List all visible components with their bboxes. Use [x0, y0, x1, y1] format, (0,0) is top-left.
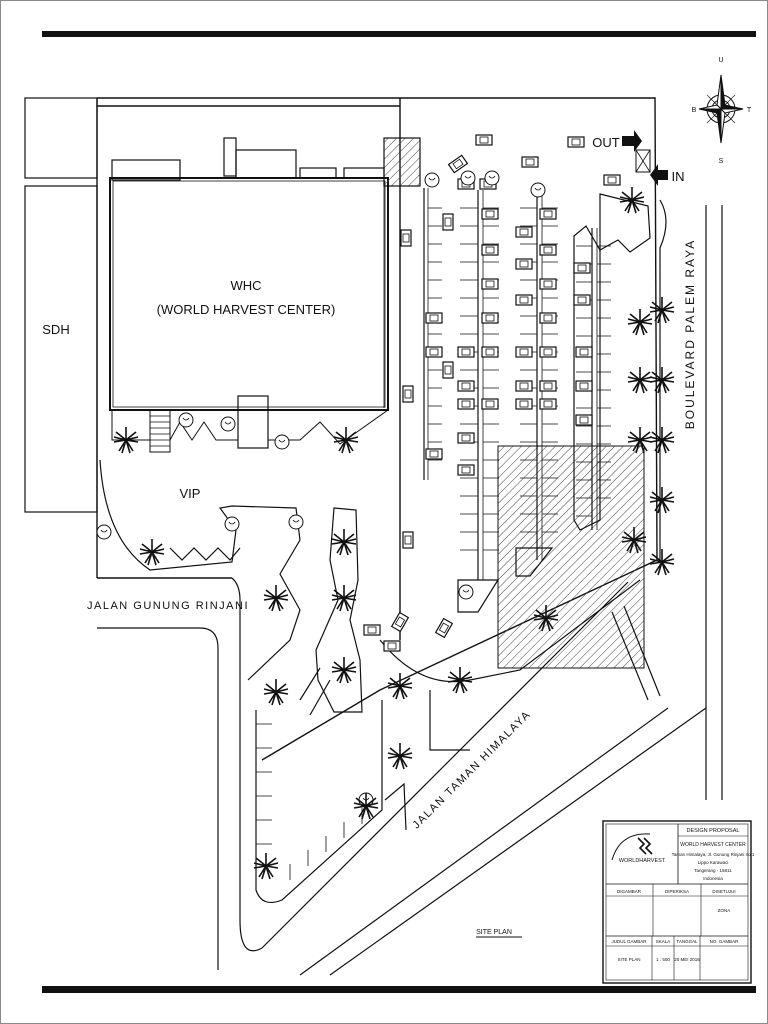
drawing-title-value: SITE PLAN — [617, 957, 640, 962]
compass-east-label: T — [747, 107, 752, 114]
compass-west-label: B — [692, 107, 697, 114]
top-border-bar — [42, 31, 756, 37]
gate-out-label: OUT — [592, 135, 620, 150]
drawing-title-header: JUDUL GAMBAR — [611, 939, 647, 944]
scale-value: 1 : 500 — [656, 957, 670, 962]
whc-building — [109, 137, 421, 453]
scale-header: SKALA — [656, 939, 671, 944]
date-header: TANGGAL — [676, 939, 698, 944]
date-value: 20 MEI 2016 — [674, 957, 700, 962]
road-label-south: JALAN TAMAN HIMALAYA — [410, 708, 533, 831]
project-address-3: Tangerang - 15811 — [694, 868, 732, 873]
approved-by-value: ZONA — [718, 908, 731, 913]
neighbor-label: SDH — [42, 322, 69, 337]
parking-lot — [379, 149, 651, 751]
title-block-header: DESIGN PROPOSAL — [687, 828, 740, 834]
company-logo-text: WORLDHARVEST — [619, 858, 666, 864]
project-address-2: Lippo Karawaci — [698, 860, 729, 865]
checked-by-header: DIPERIKSA — [665, 889, 689, 894]
approved-by-header: DISETUJUI — [712, 889, 735, 894]
project-name: WORLD HARVEST CENTER — [680, 842, 746, 848]
bottom-border-bar — [42, 986, 756, 993]
drawing-number-header: NO. GAMBAR — [710, 939, 740, 944]
gate-arrows — [622, 130, 668, 186]
title-block — [602, 820, 752, 984]
vip-landscape — [99, 459, 363, 716]
road-label-east: BOULEVARD PALEM RAYA — [683, 239, 697, 430]
road-label-west: JALAN GUNUNG RINJANI — [87, 600, 249, 612]
project-address-4: Indonesia — [703, 876, 723, 881]
compass-north-label: U — [718, 57, 723, 64]
vip-label: VIP — [180, 486, 201, 501]
north-compass — [698, 74, 744, 144]
building-code-label: WHC — [230, 278, 261, 293]
building-name-label: (WORLD HARVEST CENTER) — [157, 302, 336, 317]
project-address-1: Taman Himalaya, Jl. Gunung Rinjani no.1 — [672, 852, 755, 857]
roads — [97, 199, 723, 976]
drawn-by-header: DIGAMBAR — [617, 889, 642, 894]
neighbor-lots — [24, 97, 98, 513]
gate-in-label: IN — [672, 169, 685, 184]
drawing-caption: SITE PLAN — [476, 929, 512, 936]
compass-south-label: S — [719, 158, 724, 165]
